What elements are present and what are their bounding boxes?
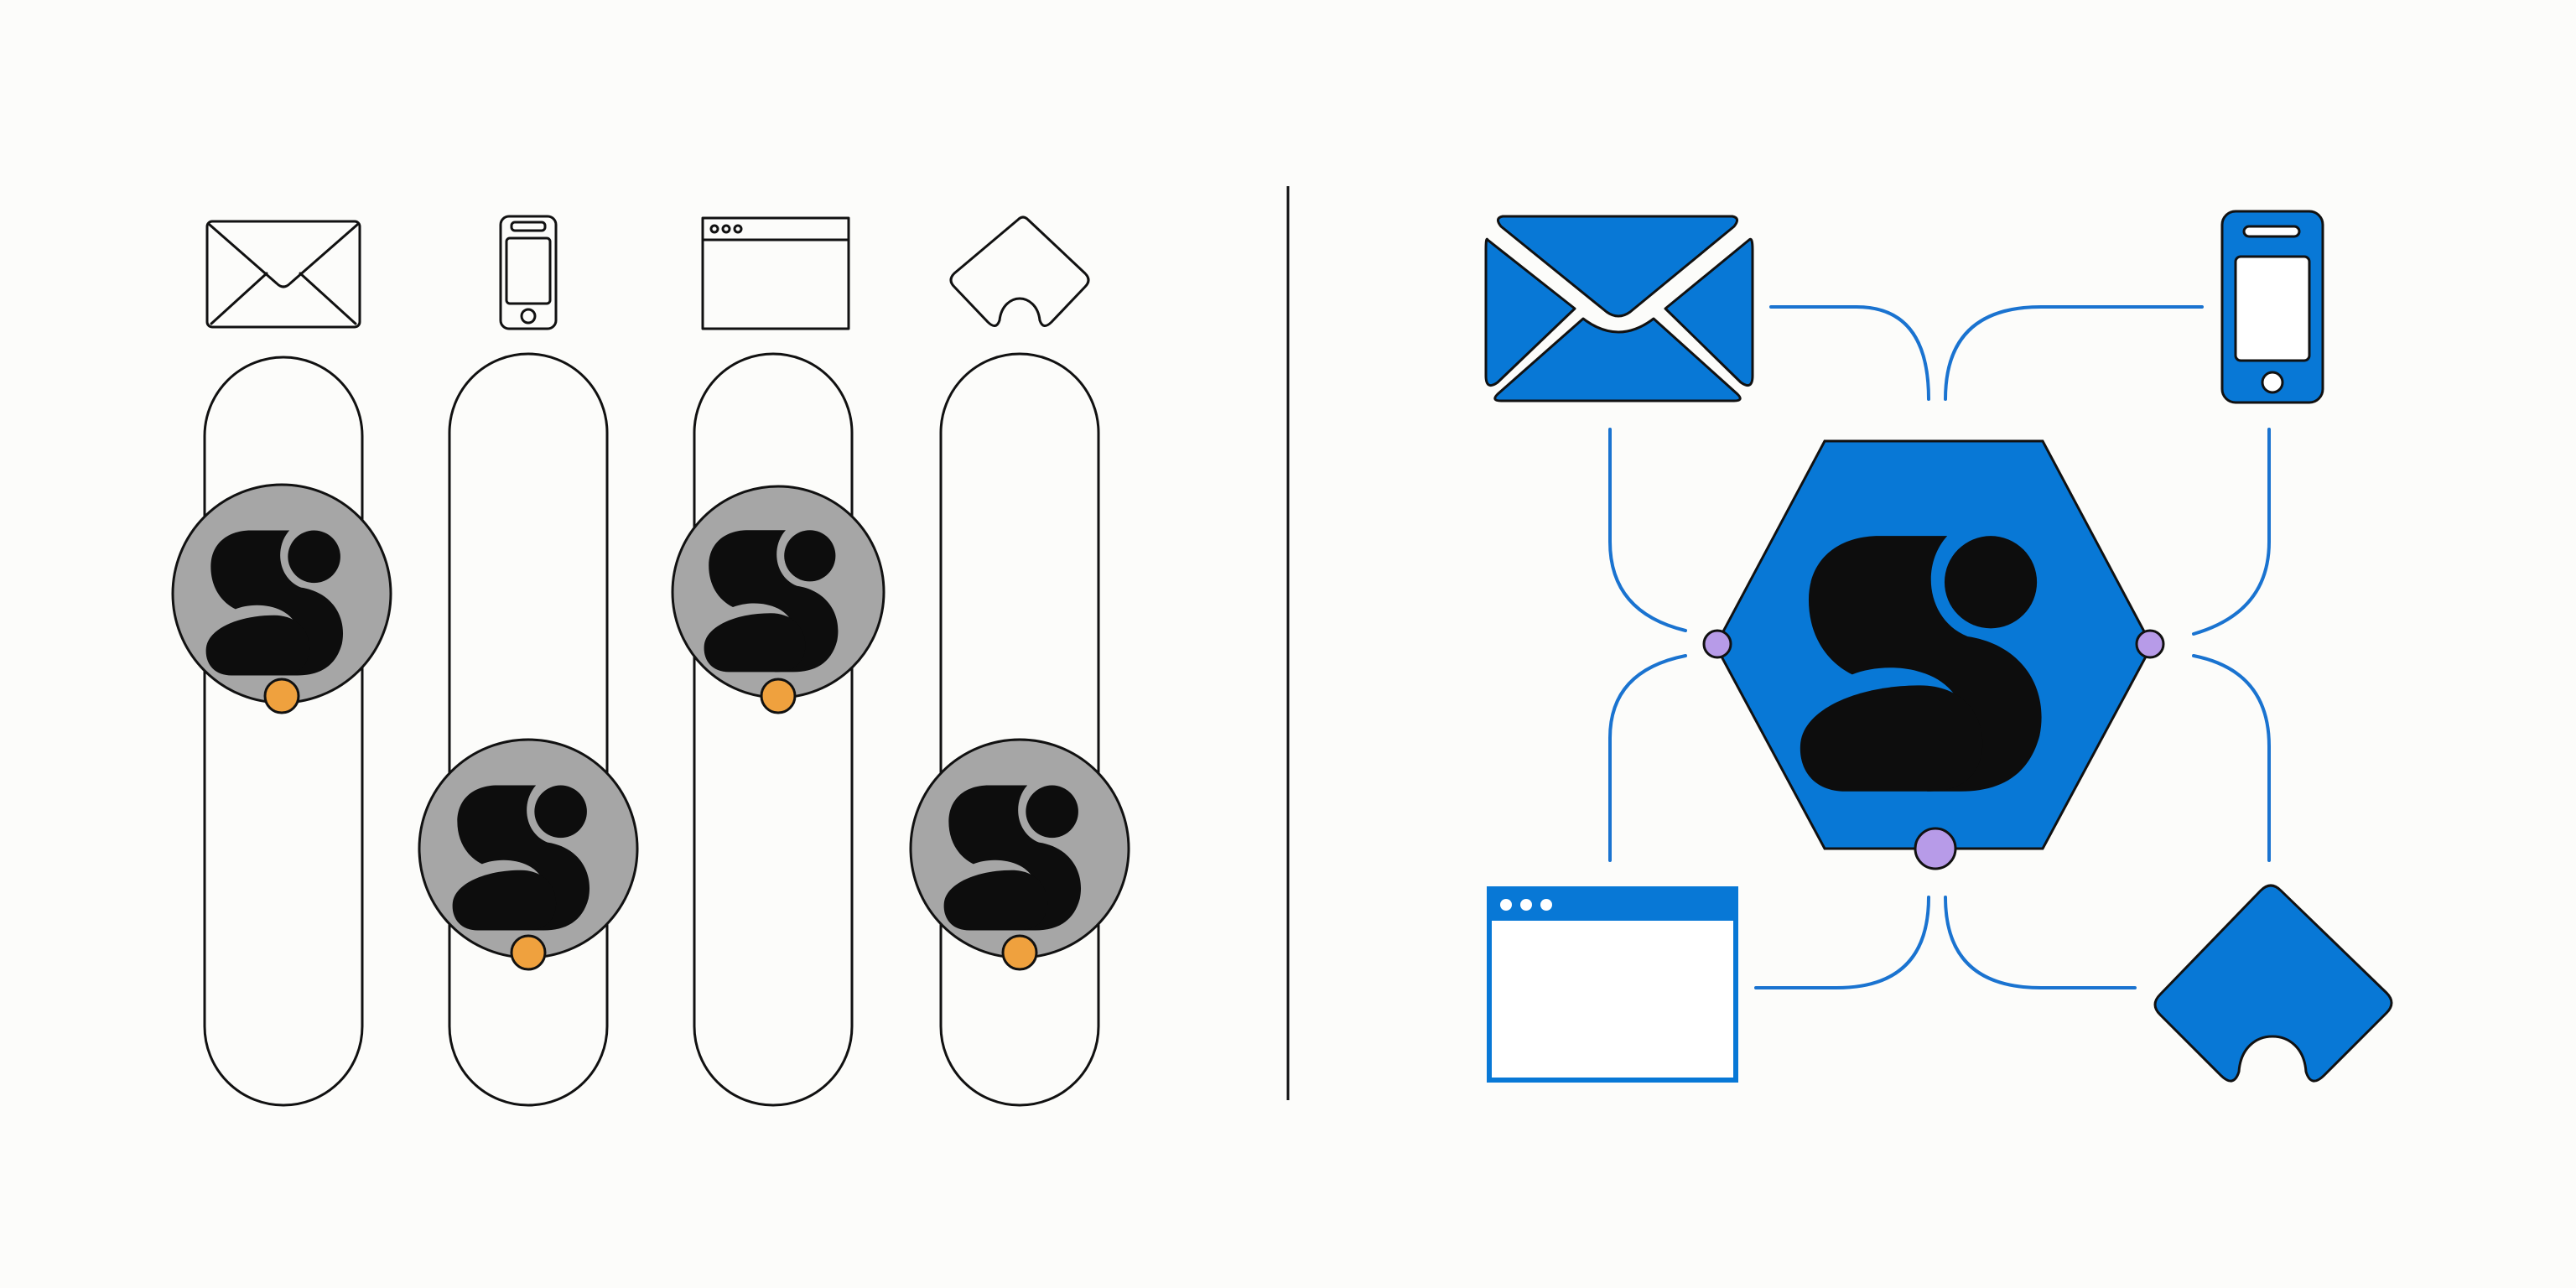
slider-knob-2[interactable]	[418, 738, 639, 971]
hub-port-right[interactable]	[2135, 629, 2165, 659]
connector-puzzle-bottom	[1944, 896, 2137, 989]
browser-window-icon	[701, 216, 850, 330]
connector-puzzle-right	[2192, 654, 2271, 862]
slider-knob-4[interactable]	[909, 738, 1130, 971]
connector-lines	[1608, 305, 2271, 989]
connector-envelope-left	[1608, 428, 1687, 632]
right-panel	[1484, 210, 2393, 1083]
hub-port-bottom[interactable]	[1914, 827, 1957, 870]
hub-hexagon	[1702, 439, 2165, 870]
connector-browser-bottom	[1754, 896, 1930, 989]
slider-track-1[interactable]	[203, 356, 364, 1107]
slider-track-4[interactable]	[939, 352, 1100, 1107]
slider-knob-3[interactable]	[671, 485, 886, 714]
connector-envelope-top	[1769, 305, 1930, 401]
envelope-icon	[1484, 215, 1754, 402]
browser-window-icon	[1487, 886, 1738, 1083]
connector-phone-right	[2192, 428, 2271, 636]
connector-browser-left	[1608, 654, 1687, 862]
connector-phone-top	[1944, 305, 2204, 401]
slider-track-3[interactable]	[693, 352, 854, 1107]
puzzle-piece-icon	[949, 216, 1090, 327]
envelope-icon	[205, 220, 361, 329]
phone-icon	[2220, 210, 2324, 404]
brand-s-logo-icon	[1800, 536, 2042, 792]
puzzle-piece-icon	[2153, 884, 2393, 1083]
hub-port-left[interactable]	[1702, 629, 1732, 659]
slider-track-2[interactable]	[448, 352, 609, 1107]
phone-icon	[499, 215, 558, 330]
slider-knob-1[interactable]	[171, 483, 392, 714]
left-panel	[203, 215, 1100, 1107]
